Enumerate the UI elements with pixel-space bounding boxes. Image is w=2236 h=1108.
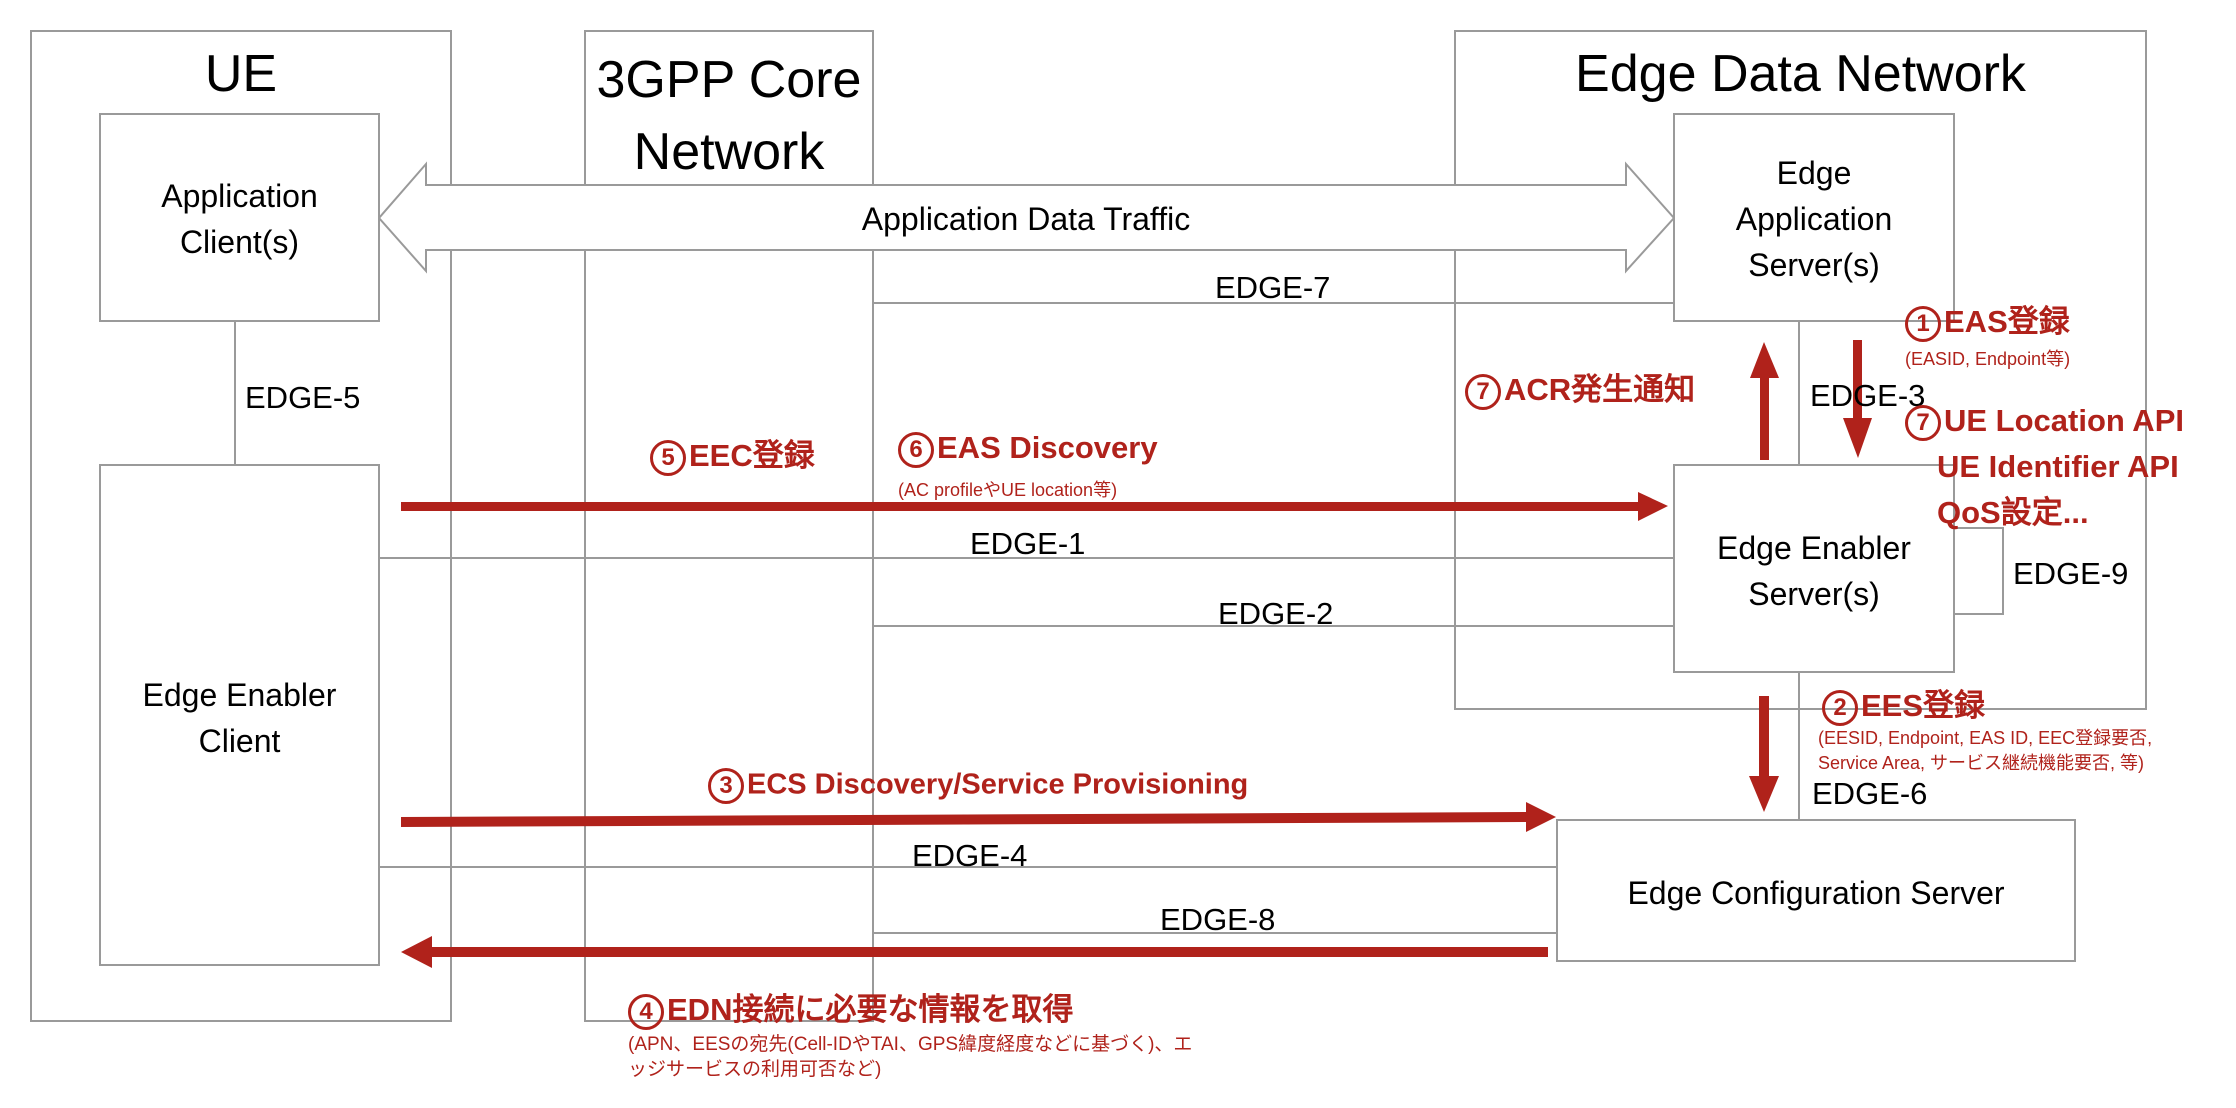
edge9-line bbox=[1954, 527, 2004, 615]
step5-arrow-head bbox=[1638, 492, 1668, 521]
step7-arrow-head bbox=[1750, 342, 1779, 378]
step7-api-line3: QoS設定... bbox=[1937, 495, 2089, 530]
edge-configuration-server-label: Edge Configuration Server bbox=[1627, 875, 2005, 911]
eas-line3: Server(s) bbox=[1748, 247, 1880, 283]
step4-title-text: EDN接続に必要な情報を取得 bbox=[667, 992, 1074, 1027]
step7-api-line2: UE Identifier API bbox=[1937, 449, 2179, 484]
edge6-label: EDGE-6 bbox=[1812, 776, 1928, 811]
ees-line1: Edge Enabler bbox=[1717, 530, 1911, 566]
ees-line2: Server(s) bbox=[1748, 576, 1880, 612]
edge-enabler-server-label: Edge Enabler Server(s) bbox=[1674, 525, 1954, 617]
ue-domain-box bbox=[30, 30, 452, 1022]
step6-number-icon: 6 bbox=[898, 431, 934, 468]
step7-number-icon: 7 bbox=[1465, 373, 1501, 410]
step7-api-line1: UE Location API bbox=[1944, 403, 2184, 438]
edn-domain-title: Edge Data Network bbox=[1575, 45, 2026, 103]
step5-number-icon: 5 bbox=[650, 439, 686, 476]
edge2-label: EDGE-2 bbox=[1218, 596, 1334, 631]
step4-detail-line2: ッジサービスの利用可否など) bbox=[628, 1059, 882, 1080]
edge-application-server-label: Edge Application Server(s) bbox=[1674, 150, 1954, 288]
application-client-line2: Client(s) bbox=[179, 224, 300, 260]
edge5-label: EDGE-5 bbox=[245, 380, 361, 415]
step3-number-icon: 3 bbox=[708, 768, 744, 804]
core-title-line2: Network bbox=[633, 123, 825, 181]
step3-arrow-head bbox=[1526, 802, 1556, 832]
ue-domain-title: UE bbox=[204, 45, 278, 103]
core-domain-title: 3GPP Core Network bbox=[585, 44, 873, 188]
step4-arrow-head bbox=[401, 936, 432, 968]
step6-detail: (AC profileやUE location等) bbox=[898, 480, 1118, 500]
step5-title-text: EEC登録 bbox=[689, 438, 815, 473]
eec-line2: Client bbox=[198, 723, 281, 759]
step3-arrow-shaft bbox=[401, 812, 1530, 827]
edge-enabler-client-box bbox=[99, 464, 380, 966]
edge4-label: EDGE-4 bbox=[912, 838, 1028, 873]
eas-line1: Edge bbox=[1776, 155, 1852, 191]
step7-arrow-shaft bbox=[1760, 372, 1769, 460]
step4-detail-line1: (APN、EESの宛先(Cell-IDやTAI、GPS緯度経度などに基づく)、エ bbox=[628, 1034, 1193, 1055]
step1-number-icon: 1 bbox=[1905, 305, 1941, 342]
application-client-box bbox=[99, 113, 380, 322]
application-client-label: Application Client(s) bbox=[100, 173, 379, 265]
step3-title-text: ECS Discovery/Service Provisioning bbox=[747, 768, 1249, 801]
eas-line2: Application bbox=[1735, 201, 1893, 237]
step1-arrow-head bbox=[1843, 418, 1872, 458]
edge8-label: EDGE-8 bbox=[1160, 902, 1276, 937]
application-client-line1: Application bbox=[161, 178, 318, 214]
step7-acr-title-text: ACR発生通知 bbox=[1504, 372, 1696, 407]
step7b-number-icon: 7 bbox=[1905, 404, 1941, 441]
step4-number-icon: 4 bbox=[628, 993, 664, 1030]
step1-arrow-shaft bbox=[1853, 340, 1862, 420]
eec-line1: Edge Enabler bbox=[142, 677, 337, 713]
edge1-label: EDGE-1 bbox=[970, 526, 1086, 561]
step2-arrow-head bbox=[1749, 776, 1779, 812]
step5-arrow-shaft bbox=[401, 502, 1641, 511]
step2-detail-line1: (EESID, Endpoint, EAS ID, EEC登録要否, bbox=[1818, 728, 2153, 748]
edge3-label: EDGE-3 bbox=[1810, 378, 1926, 413]
edge-configuration-server-box bbox=[1556, 819, 2076, 962]
step2-detail: (EESID, Endpoint, EAS ID, EEC登録要否, Servi… bbox=[1818, 726, 2152, 776]
edge-enabler-server-box bbox=[1673, 464, 1955, 673]
edge9-label: EDGE-9 bbox=[2013, 556, 2129, 591]
application-data-traffic-label: Application Data Traffic bbox=[861, 201, 1191, 237]
core-title-line1: 3GPP Core bbox=[596, 51, 862, 109]
step1-detail: (EASID, Endpoint等) bbox=[1905, 349, 2071, 369]
step2-number-icon: 2 bbox=[1822, 689, 1858, 726]
step4-detail: (APN、EESの宛先(Cell-IDやTAI、GPS緯度経度などに基づく)、エ… bbox=[628, 1032, 1192, 1082]
edge-enabler-client-label: Edge Enabler Client bbox=[100, 672, 379, 764]
step2-title-text: EES登録 bbox=[1861, 688, 1986, 723]
step4-arrow-shaft bbox=[432, 947, 1548, 957]
step2-detail-line2: Service Area, サービス継続機能要否, 等) bbox=[1818, 753, 2145, 773]
step1-title-text: EAS登録 bbox=[1944, 304, 2070, 339]
edge7-label: EDGE-7 bbox=[1215, 270, 1331, 305]
step2-arrow-shaft bbox=[1759, 696, 1769, 778]
core-domain-box bbox=[584, 30, 874, 1022]
edn-domain-box bbox=[1454, 30, 2147, 710]
step6-title-text: EAS Discovery bbox=[937, 430, 1158, 465]
edge-application-server-box bbox=[1673, 113, 1955, 322]
